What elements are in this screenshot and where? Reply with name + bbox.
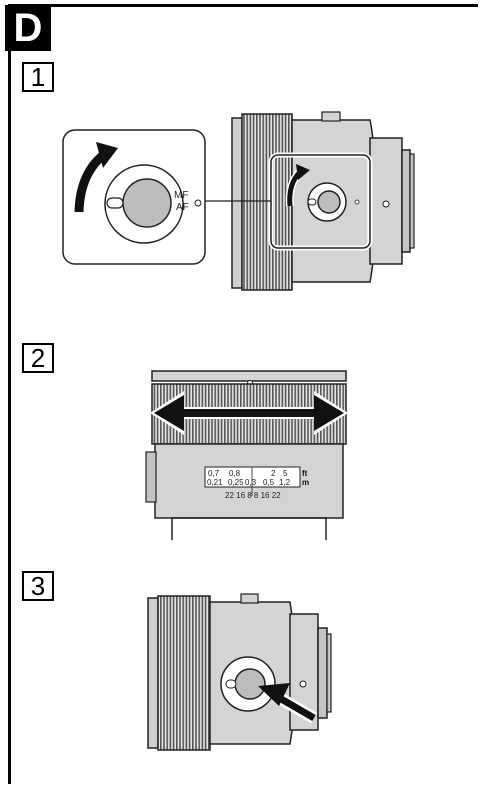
press-arrow <box>258 683 318 724</box>
mode-label-af: AF <box>176 202 189 213</box>
switch-zoom-callout: MF AF <box>62 129 206 265</box>
step2-illustration: 0,7 0,8 2 5 0,21 0,25 0,3 0,5 1,2 ft m 2… <box>145 370 348 540</box>
step-number-2: 2 <box>22 343 54 373</box>
scale-ft-3: 5 <box>283 469 288 478</box>
scale-dof: 22 16 8 8 16 22 <box>225 491 281 500</box>
distance-scale-window <box>204 466 301 488</box>
scale-m-0: 0,21 <box>207 478 223 487</box>
instruction-frame <box>8 4 478 784</box>
scale-m-2: 0,3 <box>245 478 257 487</box>
scale-ft-0: 0,7 <box>208 469 220 478</box>
mode-label-mf: MF <box>174 190 188 201</box>
scale-unit-ft: ft <box>302 469 308 478</box>
section-badge: D <box>5 5 51 51</box>
scale-m-4: 1,2 <box>279 478 291 487</box>
step-number-3: 3 <box>22 571 54 601</box>
lens-side-view-1 <box>231 111 415 291</box>
rotate-both-ways-arrow <box>150 391 348 435</box>
scale-ft-1: 0,8 <box>229 469 241 478</box>
step1-illustration: MF AF <box>62 111 415 291</box>
step3-illustration <box>147 593 332 751</box>
scale-m-1: 0,25 <box>228 478 244 487</box>
scale-ft-2: 2 <box>271 469 276 478</box>
scale-unit-m: m <box>302 478 309 487</box>
scale-m-3: 0,5 <box>263 478 275 487</box>
step-number-1: 1 <box>22 62 54 92</box>
